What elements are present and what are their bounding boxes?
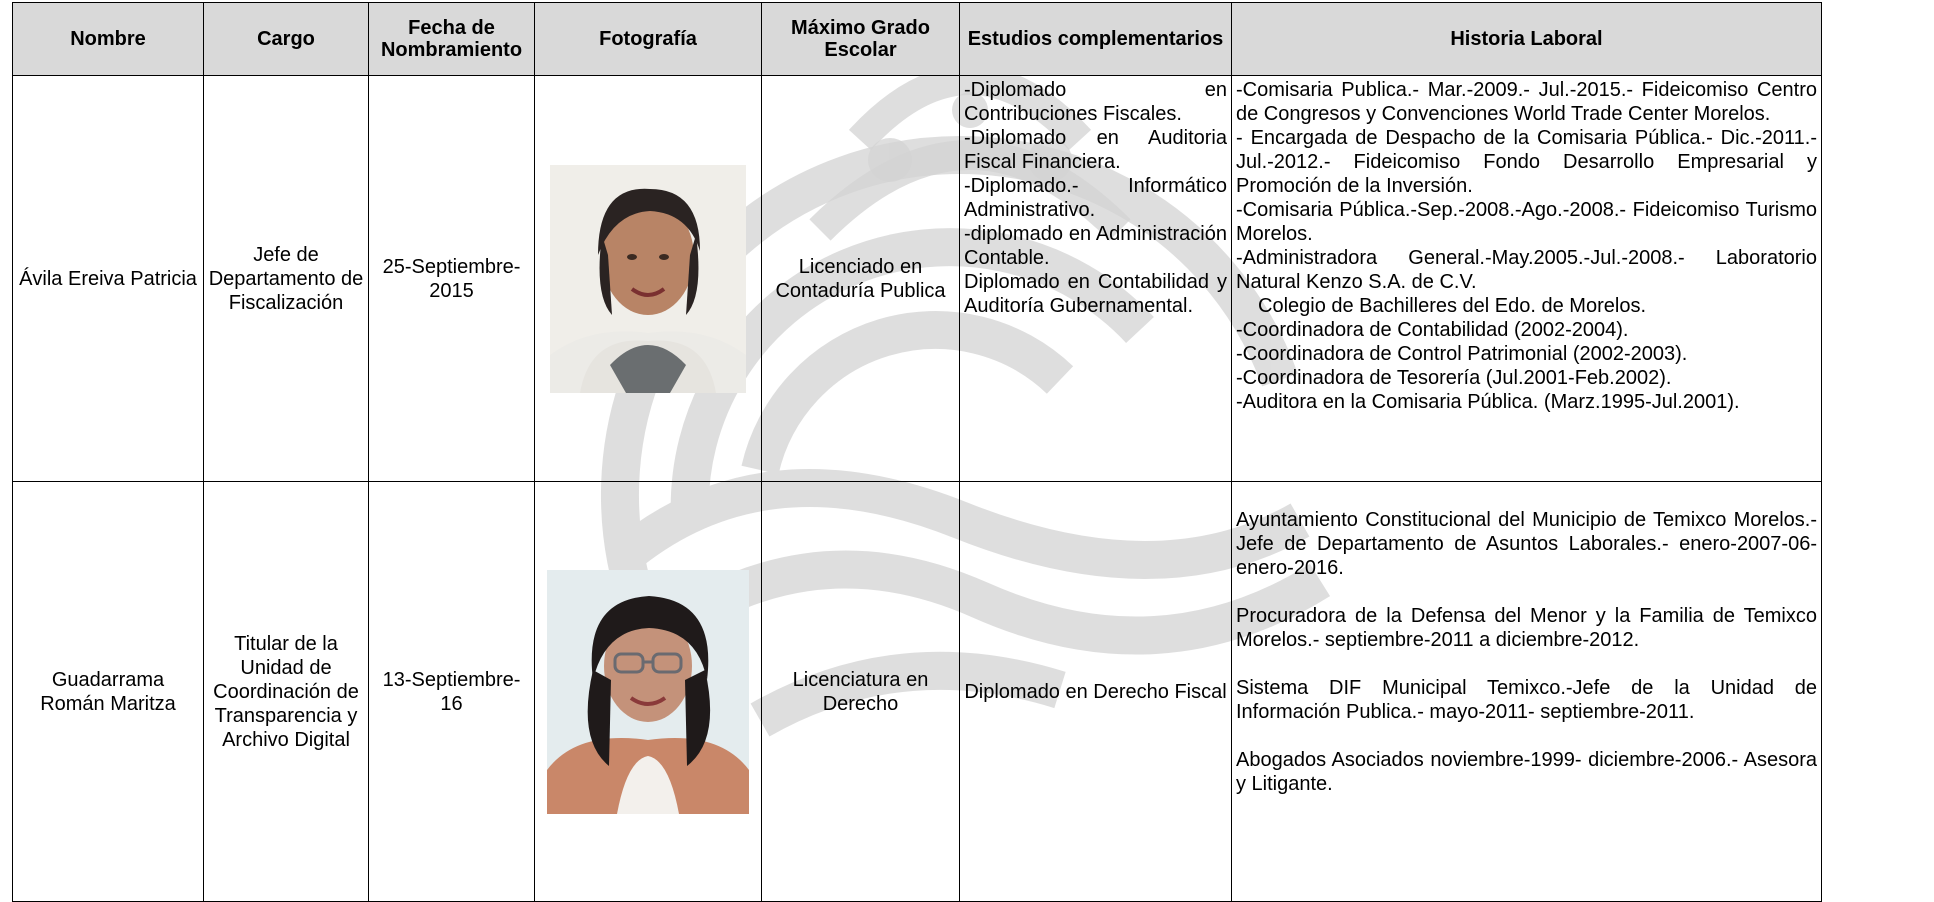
header-cargo: Cargo <box>203 2 369 76</box>
cell-grado: Licenciatura en Derecho <box>761 481 960 902</box>
cell-grado: Licenciado en Contaduría Publica <box>761 75 960 482</box>
historia-item: -Auditora en la Comisaria Pública. (Marz… <box>1236 391 1740 413</box>
cell-fecha: 13-Septiembre-16 <box>368 481 535 902</box>
cell-fecha: 25-Septiembre-2015 <box>368 75 535 482</box>
estudios-item: -Diplomado.- Informático Administrativo. <box>964 175 1227 221</box>
header-historia: Historia Laboral <box>1231 2 1822 76</box>
portrait-photo <box>547 569 749 814</box>
cell-historia: Ayuntamiento Constitucional del Municipi… <box>1231 481 1822 902</box>
header-nombre: Nombre <box>12 2 204 76</box>
historia-item: Colegio de Bachilleres del Edo. de Morel… <box>1258 295 1646 317</box>
estudios-list: -Diplomado en Contribuciones Fiscales. -… <box>964 78 1227 318</box>
portrait-photo <box>550 164 746 393</box>
header-grado: Máximo Grado Escolar <box>761 2 960 76</box>
cell-fotografia <box>534 75 762 482</box>
cell-estudios: -Diplomado en Contribuciones Fiscales. -… <box>959 75 1232 482</box>
cell-cargo: Titular de la Unidad de Coordinación de … <box>203 481 369 902</box>
cell-estudios: Diplomado en Derecho Fiscal <box>959 481 1232 902</box>
historia-item: Procuradora de la Defensa del Menor y la… <box>1236 605 1817 651</box>
table-row: Guadarrama Román Maritza Titular de la U… <box>12 481 1822 902</box>
historia-item: -Comisaria Publica.- Mar.-2009.- Jul.-20… <box>1236 79 1817 125</box>
historia-item: -Coordinadora de Tesorería (Jul.2001-Feb… <box>1236 367 1672 389</box>
header-fecha: Fecha de Nombramiento <box>368 2 535 76</box>
cell-cargo: Jefe de Departamento de Fiscalización <box>203 75 369 482</box>
estudios-item: -Diplomado en Auditoria Fiscal Financier… <box>964 127 1227 173</box>
historia-item: - Encargada de Despacho de la Comisaria … <box>1236 127 1817 197</box>
historia-item: -Administradora General.-May.2005.-Jul.-… <box>1236 247 1817 293</box>
historia-item: -Comisaria Pública.-Sep.-2008.-Ago.-2008… <box>1236 199 1817 245</box>
estudios-item: -Diplomado en Contribuciones Fiscales. <box>964 79 1227 125</box>
header-row: Nombre Cargo Fecha de Nombramiento Fotog… <box>12 2 1822 76</box>
historia-item: Sistema DIF Municipal Temixco.-Jefe de l… <box>1236 677 1817 723</box>
estudios-item: -diplomado en Administración Contable. <box>964 223 1227 269</box>
table-row: Ávila Ereiva Patricia Jefe de Departamen… <box>12 75 1822 482</box>
personnel-table: Nombre Cargo Fecha de Nombramiento Fotog… <box>12 2 1822 902</box>
historia-item: Abogados Asociados noviembre-1999- dicie… <box>1236 749 1817 795</box>
cell-historia: -Comisaria Publica.- Mar.-2009.- Jul.-20… <box>1231 75 1822 482</box>
historia-item: -Coordinadora de Control Patrimonial (20… <box>1236 343 1688 365</box>
estudios-item: Diplomado en Contabilidad y Auditoría Gu… <box>964 271 1227 317</box>
header-fotografia: Fotografía <box>534 2 762 76</box>
historia-item: Ayuntamiento Constitucional del Municipi… <box>1236 509 1817 579</box>
cell-nombre: Ávila Ereiva Patricia <box>12 75 204 482</box>
header-estudios: Estudios complementarios <box>959 2 1232 76</box>
cell-fotografia <box>534 481 762 902</box>
cell-nombre: Guadarrama Román Maritza <box>12 481 204 902</box>
historia-item: -Coordinadora de Contabilidad (2002-2004… <box>1236 319 1629 341</box>
